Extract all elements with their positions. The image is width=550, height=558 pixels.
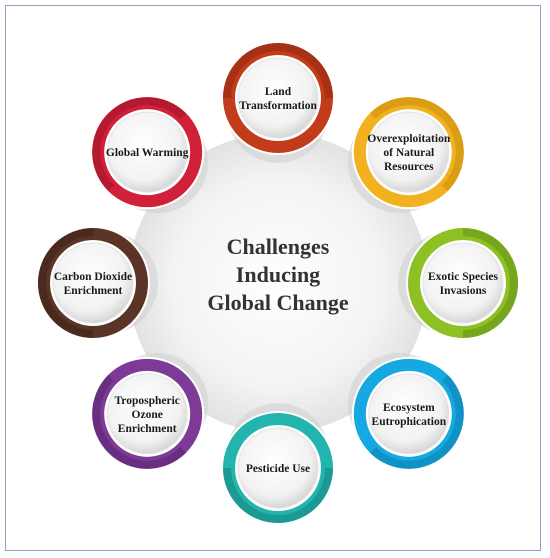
node-inner-disc: [106, 111, 188, 193]
node-label-overexploitation-line-2: of Natural: [383, 147, 434, 159]
node-label-overexploitation-line-1: Overexploitation: [367, 133, 450, 145]
node-label-land-transformation-line-1: Land: [265, 86, 292, 98]
node-label-pesticide-use-line-1: Pesticide Use: [246, 463, 310, 475]
node-label-tropospheric-ozone-line-3: Enrichment: [118, 423, 177, 435]
node-ring-accent: [369, 97, 464, 192]
node-inner-disc: [237, 427, 319, 509]
node-ring-accent: [38, 228, 94, 338]
node-inner-disc: [368, 373, 450, 455]
node-label-ecosystem-eutrophication-line-2: Eutrophication: [372, 416, 447, 428]
node-label-ecosystem-eutrophication-line-1: Ecosystem: [383, 402, 435, 414]
node-inner-disc: [52, 242, 134, 324]
node-label-carbon-dioxide-line-1: Carbon Dioxide: [54, 271, 132, 283]
node-ring-accent: [223, 467, 333, 523]
node-ring-accent: [223, 43, 333, 99]
node-inner-disc: [422, 242, 504, 324]
node-ring-accent: [369, 374, 464, 469]
node-pesticide-use: Pesticide Use: [221, 411, 335, 525]
node-label-land-transformation-line-2: Transformation: [239, 100, 317, 112]
node-inner-disc: [106, 373, 188, 455]
node-global-warming: Global Warming: [90, 95, 205, 210]
node-label-exotic-species-line-2: Invasions: [440, 285, 487, 297]
node-inner-disc: [368, 111, 450, 193]
node-label-carbon-dioxide-line-2: Enrichment: [64, 285, 123, 297]
node-label-overexploitation-line-3: Resources: [384, 161, 434, 173]
center-title-line-2: Inducing: [236, 262, 320, 287]
node-ring-accent: [92, 97, 187, 192]
node-ring-accent: [462, 228, 518, 338]
center-disc: [128, 133, 428, 433]
node-label-exotic-species-line-1: Exotic Species: [428, 271, 498, 283]
node-label-global-warming-line-1: Global Warming: [106, 147, 189, 159]
node-label-tropospheric-ozone-line-1: Tropospheric: [114, 395, 179, 407]
center-title-line-1: Challenges: [227, 234, 330, 259]
center-title-line-3: Global Change: [207, 290, 348, 315]
node-inner-disc: [237, 57, 319, 139]
node-ring-accent: [92, 374, 187, 469]
node-label-tropospheric-ozone-line-2: Ozone: [132, 409, 163, 421]
